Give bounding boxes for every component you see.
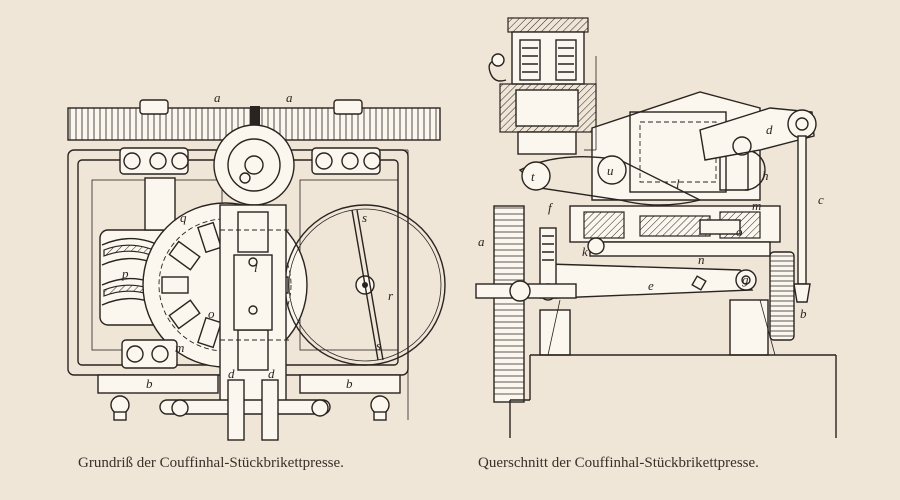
label-g: g [742, 272, 749, 287]
label-s-top: s [362, 210, 367, 225]
mould-cavity [168, 299, 201, 330]
mould-cavity [197, 221, 223, 254]
label-a-section: a [478, 234, 485, 249]
label-m: m [175, 340, 184, 355]
cross-section-drawing: t u l d h c f m o a k n e g b [475, 17, 837, 438]
label-e: e [648, 278, 654, 293]
central-plunger [213, 124, 295, 406]
pinion-gear [769, 251, 795, 341]
label-u: u [607, 163, 614, 178]
label-q: q [180, 210, 187, 225]
rocker-arm [518, 155, 703, 206]
label-a-left: a [214, 90, 221, 105]
label-a-right: a [286, 90, 293, 105]
bottom-base [97, 339, 401, 441]
label-k: k [582, 244, 588, 259]
mould-cavity [168, 240, 201, 271]
label-n: n [698, 252, 705, 267]
mould-cavity [197, 316, 223, 349]
label-c: c [818, 192, 824, 207]
label-s-bottom: s [376, 338, 381, 353]
mould-cavity [161, 276, 189, 294]
label-m-section: m [752, 198, 761, 213]
label-l-section: l [676, 176, 680, 191]
base-stand [509, 56, 837, 438]
mould-table-section [569, 205, 781, 257]
label-l: l [254, 260, 258, 275]
drive-gear [475, 205, 577, 403]
label-t: t [531, 169, 535, 184]
label-b-section: b [800, 306, 807, 321]
ejector-lever [539, 227, 757, 301]
label-h: h [762, 168, 769, 183]
pressure-wheel [284, 204, 446, 366]
label-b-left: b [146, 376, 153, 391]
bearing-blocks-top [119, 99, 381, 175]
label-p: p [121, 266, 129, 281]
label-d-left: d [228, 366, 235, 381]
plan-view-drawing: a a q p l s r s m o d d b b [67, 90, 446, 441]
label-r: r [388, 288, 394, 303]
press-cylinder [488, 17, 597, 155]
label-b-right: b [346, 376, 353, 391]
crank-and-rod [699, 107, 817, 303]
label-d-section: d [766, 122, 773, 137]
label-f: f [548, 200, 554, 215]
label-o-section: o [736, 224, 743, 239]
caption-cross-section: Querschnitt der Couffinhal-Stückbrikettp… [478, 455, 759, 471]
label-d-right: d [268, 366, 275, 381]
label-o: o [208, 306, 215, 321]
caption-plan-view: Grundriß der Couffinhal-Stückbrikettpres… [78, 455, 344, 471]
